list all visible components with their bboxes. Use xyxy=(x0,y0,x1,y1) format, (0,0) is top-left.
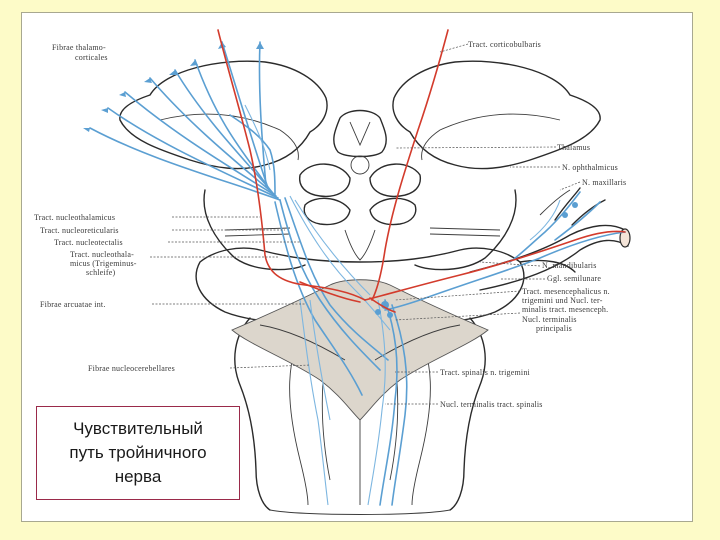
label-fibrae-thalamocorticales-2: corticales xyxy=(75,53,108,62)
label-n-mandibularis: N. mandibularis xyxy=(542,261,597,270)
label-ggl-semilunare: Ggl. semilunare xyxy=(547,274,601,283)
label-fibrae-thalamocorticales-1: Fibrae thalamo- xyxy=(52,43,106,52)
label-thalamus: Thalamus xyxy=(557,143,590,152)
label-tract-spinalis: Tract. spinalis n. trigemini xyxy=(440,368,531,377)
label-tract-nucleothalamicus-2: Tract. nucleothala- xyxy=(70,250,134,259)
label-tract-mesencephalicus-1: Tract. mesencephalicus n. xyxy=(522,287,610,296)
label-tract-mesencephalicus-2: trigemini und Nucl. ter- xyxy=(522,296,603,305)
leader-lines xyxy=(150,43,581,405)
diagram-labels: Fibrae thalamo- corticales Tract. cortic… xyxy=(34,40,626,409)
label-schleife: schleife) xyxy=(86,268,115,277)
label-tract-mesencephalicus-3: minalis tract. mesenceph. xyxy=(522,305,608,314)
motor-pathway xyxy=(217,29,626,313)
label-nucl-terminalis-spinalis: Nucl. terminalis tract. spinalis xyxy=(440,400,543,409)
label-tract-nucleothalamicus: Tract. nucleothalamicus xyxy=(34,213,115,222)
label-nucl-terminalis-1: Nucl. terminalis xyxy=(522,315,577,324)
caption-text: Чувствительный путь тройничного нерва xyxy=(69,419,207,486)
label-fibrae-arcuatae: Fibrae arcuatae int. xyxy=(40,300,106,309)
label-fibrae-nucleocerebellares: Fibrae nucleocerebellares xyxy=(88,364,175,373)
label-tract-nucleoreticularis: Tract. nucleoreticularis xyxy=(40,226,119,235)
label-micus-trigeminus: micus (Trigeminus- xyxy=(70,259,137,268)
label-tract-nucleotectalis: Tract. nucleotectalis xyxy=(54,238,123,247)
label-nucl-terminalis-2: principalis xyxy=(536,324,572,333)
label-n-ophthalmicus: N. ophthalmicus xyxy=(562,163,618,172)
label-n-maxillaris: N. maxillaris xyxy=(582,178,626,187)
caption-box: Чувствительный путь тройничного нерва xyxy=(36,406,240,500)
label-tract-corticobulbaris: Tract. corticobulbaris xyxy=(468,40,541,49)
